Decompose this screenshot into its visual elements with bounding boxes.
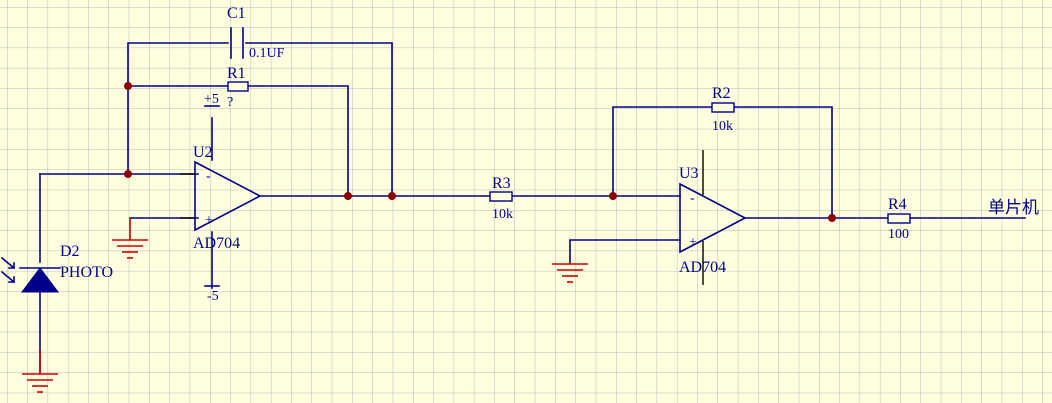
resistor-r1: R1 ? [227, 65, 249, 110]
u2-supply-neg: -5 [207, 289, 219, 304]
light-arrow-icon [0, 256, 16, 284]
resistor-r4: R4 100 [887, 196, 911, 242]
u2-designator: U2 [193, 144, 213, 161]
junctions [124, 82, 836, 222]
ground-icon [552, 262, 588, 283]
c1-value: 0.1UF [249, 46, 285, 61]
u3-part: AD704 [679, 259, 726, 276]
u2-inverting-sign: - [206, 169, 211, 184]
resistor-r3: R3 10k [489, 175, 513, 222]
junction-dot [388, 192, 396, 200]
u2-noninverting-sign: + [205, 213, 213, 228]
u3-noninverting-sign: + [689, 235, 697, 250]
c1-designator: C1 [227, 5, 246, 22]
resistor-r2: R2 10k [711, 85, 735, 134]
d2-value: PHOTO [60, 264, 113, 281]
wires [39, 42, 1026, 373]
junction-dot [344, 192, 352, 200]
d2-designator: D2 [60, 243, 80, 260]
u2-part: AD704 [193, 235, 240, 252]
r2-value: 10k [712, 119, 733, 134]
output-net-label: 单片机 [988, 198, 1039, 218]
junction-dot [124, 82, 132, 90]
opamp-u3: - + U3 AD704 [679, 150, 747, 285]
r3-value: 10k [492, 207, 513, 222]
r3-designator: R3 [492, 175, 511, 192]
junction-dot [124, 170, 132, 178]
capacitor-c1: C1 0.1UF [227, 5, 285, 61]
r1-designator: R1 [227, 65, 246, 82]
r4-designator: R4 [888, 196, 907, 213]
u2-supply-pos: +5 [204, 92, 219, 107]
ground-icon [22, 350, 58, 393]
u3-designator: U3 [679, 165, 699, 182]
r4-value: 100 [888, 227, 909, 242]
r2-designator: R2 [712, 85, 731, 102]
u3-inverting-sign: - [690, 191, 695, 206]
junction-dot [828, 214, 836, 222]
opamp-u2: - + U2 AD704 +5 -5 [180, 92, 262, 304]
ground-icon [112, 218, 148, 259]
photodiode-icon [19, 267, 61, 293]
r1-value: ? [227, 95, 233, 110]
junction-dot [609, 192, 617, 200]
